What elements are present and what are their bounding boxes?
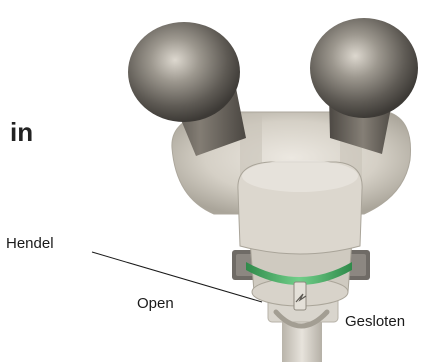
open-label: Open xyxy=(137,296,174,311)
lever-label: Hendel xyxy=(6,236,54,251)
partial-title: in xyxy=(10,119,33,145)
closed-label: Gesloten xyxy=(345,314,405,329)
